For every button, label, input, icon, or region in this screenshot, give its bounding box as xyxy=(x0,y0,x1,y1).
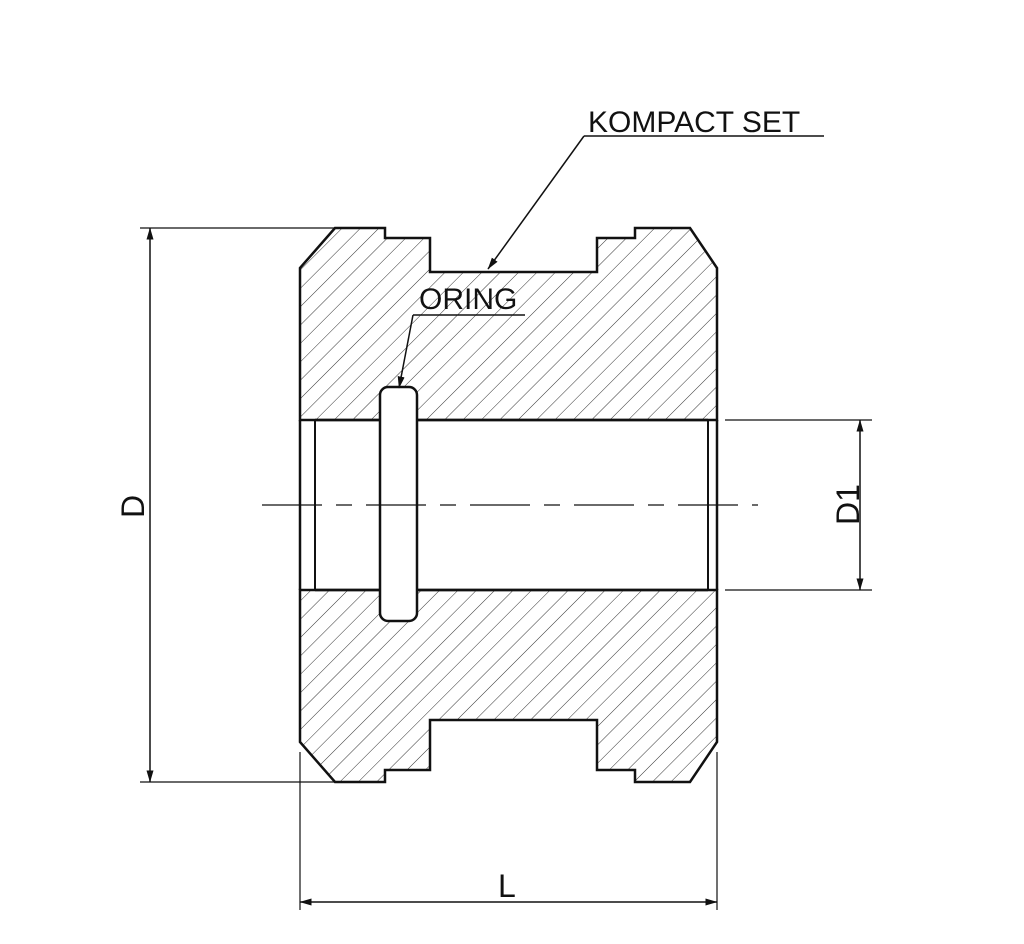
oring-leader xyxy=(397,314,525,389)
kompact-set-leader xyxy=(487,135,824,270)
dimension-l xyxy=(299,752,718,910)
dimension-l-label: L xyxy=(498,868,516,904)
oring-label: ORING xyxy=(419,283,517,316)
dimension-d1 xyxy=(725,419,872,591)
lower-body-section xyxy=(298,588,719,784)
dimension-d-label: D xyxy=(115,495,151,518)
kompact-set-label: KOMPACT SET xyxy=(588,106,800,139)
dimension-d xyxy=(140,227,335,783)
upper-body-section xyxy=(298,226,719,422)
oring-seal xyxy=(378,385,419,623)
dimension-d1-label: D1 xyxy=(830,484,866,525)
